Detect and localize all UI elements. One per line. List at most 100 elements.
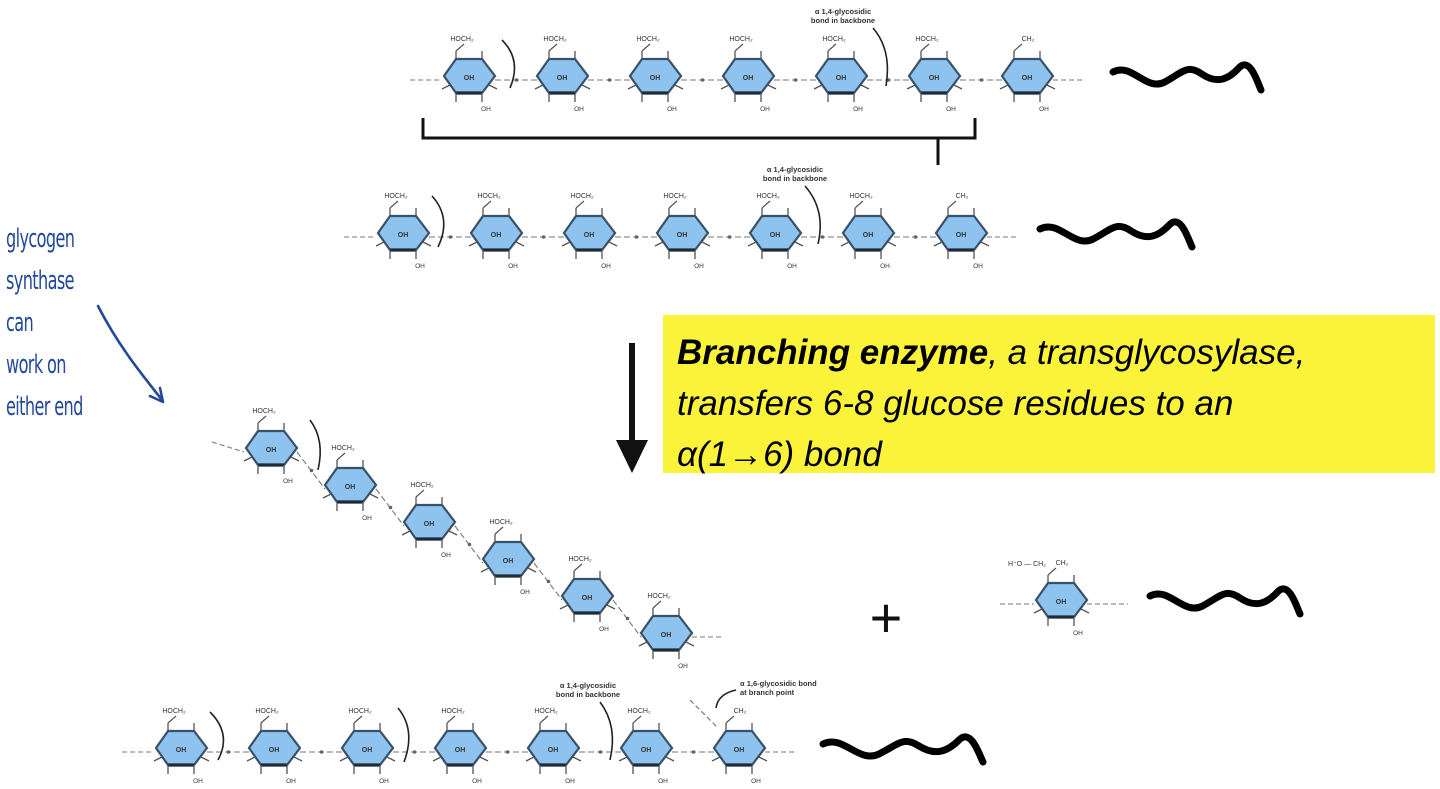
ring-bond-tick bbox=[1080, 608, 1090, 614]
ring-oh-label: OH bbox=[345, 484, 356, 491]
oh-label: OH bbox=[787, 263, 797, 270]
bridge-oxygen bbox=[607, 78, 612, 82]
note-line-2: synthase bbox=[6, 266, 75, 296]
ring-bond-tick bbox=[627, 84, 637, 90]
top-alpha14-label-1: α 1,4-glycosidic bbox=[815, 7, 871, 16]
ring-bond-tick bbox=[375, 241, 385, 247]
mid-alpha14-pointer bbox=[804, 185, 821, 245]
ring-bond-tick bbox=[534, 84, 544, 90]
oh-label: OH bbox=[520, 589, 530, 596]
ring-bond-tick bbox=[243, 456, 253, 462]
ring-oh-label: OH bbox=[584, 232, 595, 239]
ring-bond-tick bbox=[953, 84, 963, 90]
ring-oh-label: OH bbox=[770, 232, 781, 239]
mid-alpha14-label-1: α 1,4-glycosidic bbox=[767, 165, 823, 174]
oh-label: OH bbox=[415, 263, 425, 270]
hoch2-label: HOCH₂ bbox=[489, 519, 513, 526]
oh-label: OH bbox=[946, 106, 956, 113]
ring-oh-label: OH bbox=[176, 747, 187, 754]
released-chain-squiggle bbox=[1146, 585, 1304, 618]
hoch2-label: HOCH₂ bbox=[450, 36, 474, 43]
bottom-chain-curve-2 bbox=[397, 707, 410, 763]
ring-oh-label: OH bbox=[398, 232, 409, 239]
ring-ch2-bond bbox=[548, 43, 558, 52]
ring-ch2-bond bbox=[854, 200, 864, 209]
hoch2-label: HOCH₂ bbox=[255, 708, 279, 715]
chain-start-bond bbox=[211, 441, 245, 453]
hoch2-label: HOCH₂ bbox=[636, 36, 660, 43]
bridge-oxygen bbox=[979, 78, 984, 82]
bridge-oxygen bbox=[546, 579, 551, 584]
ring-ch2-bond bbox=[641, 43, 651, 52]
handwritten-arrow bbox=[96, 304, 164, 402]
handwritten-note: glycogen synthase can work on either end bbox=[6, 218, 93, 428]
hoch2-label: HOCH₂ bbox=[663, 193, 687, 200]
ring-bond-tick bbox=[468, 241, 478, 247]
bottom-alpha14-label-2: bond in backbone bbox=[556, 690, 620, 699]
ring-oh-label: OH bbox=[677, 232, 688, 239]
ring-bond-tick bbox=[527, 567, 537, 573]
hoch2-label: HOCH₂ bbox=[331, 445, 355, 452]
top-alpha14-label-2: bond in backbone bbox=[811, 16, 875, 25]
ring-bond-tick bbox=[980, 241, 990, 247]
ring-bond-tick bbox=[933, 241, 943, 247]
oh-label: OH bbox=[286, 778, 296, 785]
ring-ch2-bond bbox=[494, 526, 504, 535]
hoch2-label: HOCH₂ bbox=[627, 708, 651, 715]
ch2-label: CH₂ bbox=[1056, 560, 1069, 567]
ring-bond-tick bbox=[665, 756, 675, 762]
ring-ch2-bond bbox=[353, 715, 363, 724]
released-residue-label: H⁺O — CH₂ bbox=[1008, 561, 1046, 568]
ring-bond-tick bbox=[441, 84, 451, 90]
oh-label: OH bbox=[658, 778, 668, 785]
ring-bond-tick bbox=[747, 241, 757, 247]
ring-bond-tick bbox=[561, 241, 571, 247]
ch2-label: CH₂ bbox=[956, 193, 969, 200]
bridge-oxygen bbox=[820, 235, 825, 239]
bridge-oxygen bbox=[412, 750, 417, 754]
hoch2-label: HOCH₂ bbox=[534, 708, 558, 715]
ring-ch2-bond bbox=[573, 563, 583, 572]
ring-bond-tick bbox=[488, 84, 498, 90]
ring-oh-label: OH bbox=[650, 75, 661, 82]
second-chain-squiggle bbox=[1036, 218, 1196, 251]
ring-bond-tick bbox=[860, 84, 870, 90]
ring-bond-tick bbox=[293, 756, 303, 762]
bridge-oxygen bbox=[793, 78, 798, 82]
ring-oh-label: OH bbox=[266, 447, 277, 454]
ring-bond-tick bbox=[479, 756, 489, 762]
hoch2-label: HOCH₂ bbox=[568, 556, 592, 563]
bridge-oxygen bbox=[913, 235, 918, 239]
caption-line-2: transfers 6-8 glucose residues to an bbox=[677, 384, 1234, 423]
ring-ch2-bond bbox=[734, 43, 744, 52]
ring-oh-label: OH bbox=[1056, 599, 1067, 606]
hoch2-label: HOCH₂ bbox=[849, 193, 873, 200]
top-chain-curve-1 bbox=[501, 39, 516, 89]
ring-bond-tick bbox=[153, 756, 163, 762]
ring-ch2-bond bbox=[1013, 43, 1023, 52]
oh-label: OH bbox=[694, 263, 704, 270]
hoch2-label: HOCH₂ bbox=[822, 36, 846, 43]
ring-bond-tick bbox=[572, 756, 582, 762]
alpha16-pointer bbox=[715, 689, 737, 709]
oh-label: OH bbox=[667, 106, 677, 113]
branch-curve-1 bbox=[309, 419, 321, 471]
ring-oh-label: OH bbox=[362, 747, 373, 754]
bridge-oxygen bbox=[226, 750, 231, 754]
ring-bond-tick bbox=[290, 456, 300, 462]
ring-oh-label: OH bbox=[424, 521, 435, 528]
ring-oh-label: OH bbox=[548, 747, 559, 754]
note-line-1: glycogen bbox=[6, 224, 75, 254]
